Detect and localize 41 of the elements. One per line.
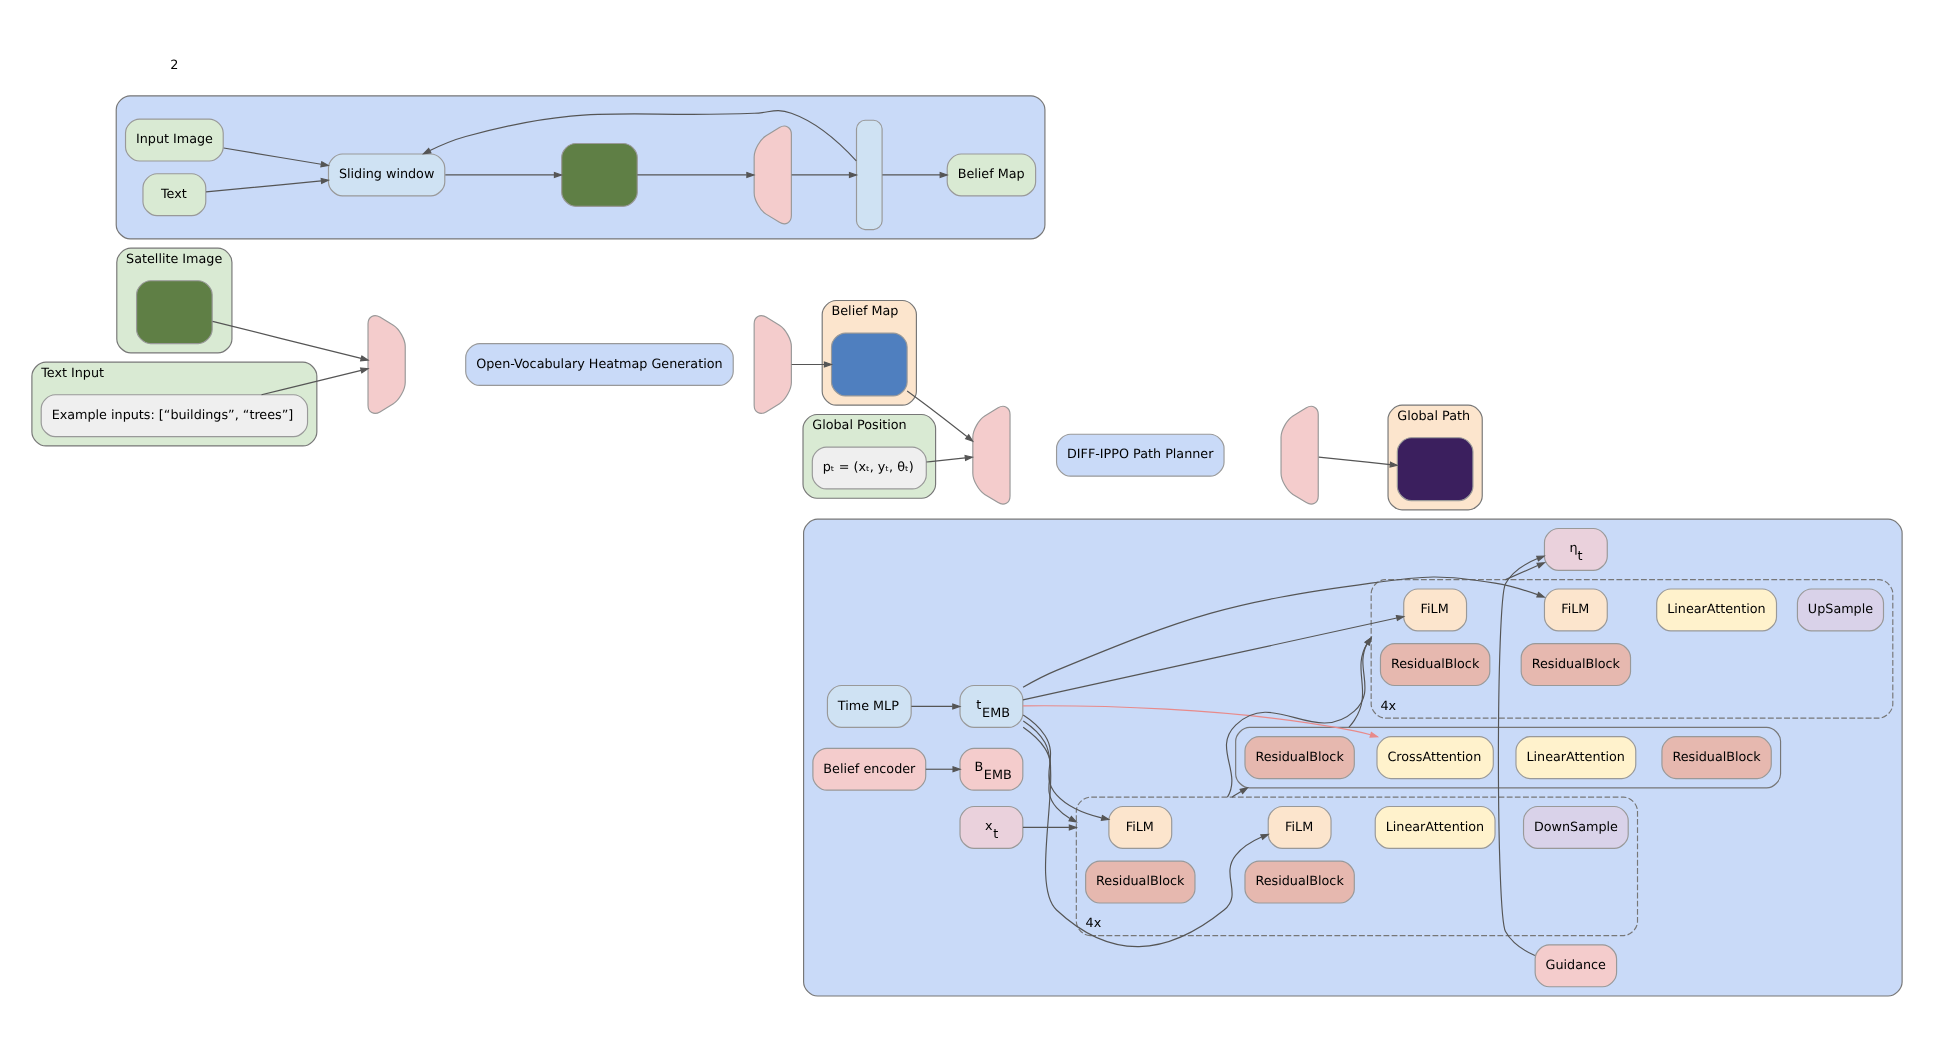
arrow <box>636 170 756 178</box>
node-trapezoid <box>1280 404 1319 504</box>
node-trapezoid <box>753 314 792 413</box>
cluster <box>115 94 1046 239</box>
node-box <box>561 141 638 206</box>
node-box <box>136 279 213 344</box>
node-box <box>1396 436 1474 501</box>
cluster <box>803 517 1903 996</box>
arrow <box>1231 785 1249 797</box>
arrow <box>1504 560 1546 580</box>
arrow <box>925 453 975 462</box>
arrow <box>925 765 962 772</box>
cluster <box>1370 578 1894 718</box>
arrow <box>791 170 859 178</box>
arrow <box>260 366 370 395</box>
arrow <box>791 360 834 367</box>
arrow <box>223 146 330 167</box>
cluster <box>1075 795 1639 936</box>
arrow <box>1022 613 1406 700</box>
arrow <box>444 170 564 178</box>
node-trapezoid <box>753 124 792 224</box>
arrow <box>212 319 370 361</box>
arrow <box>421 109 857 161</box>
arrow <box>1497 554 1546 956</box>
arrow <box>906 389 975 442</box>
node-trapezoid <box>972 404 1011 504</box>
arrow <box>1225 635 1373 797</box>
cluster <box>1235 725 1782 788</box>
arrow <box>1022 725 1078 822</box>
arrow <box>205 176 331 192</box>
arrow <box>1348 635 1373 727</box>
arrow <box>910 702 962 709</box>
arrow <box>1022 713 1111 820</box>
arrow <box>881 170 949 178</box>
node-trapezoid <box>367 314 406 413</box>
node-bar <box>855 118 883 230</box>
arrow <box>1022 823 1079 830</box>
arrow <box>1022 719 1270 947</box>
node-box <box>830 331 908 396</box>
arrow <box>1022 704 1380 737</box>
arrow <box>1318 455 1399 467</box>
